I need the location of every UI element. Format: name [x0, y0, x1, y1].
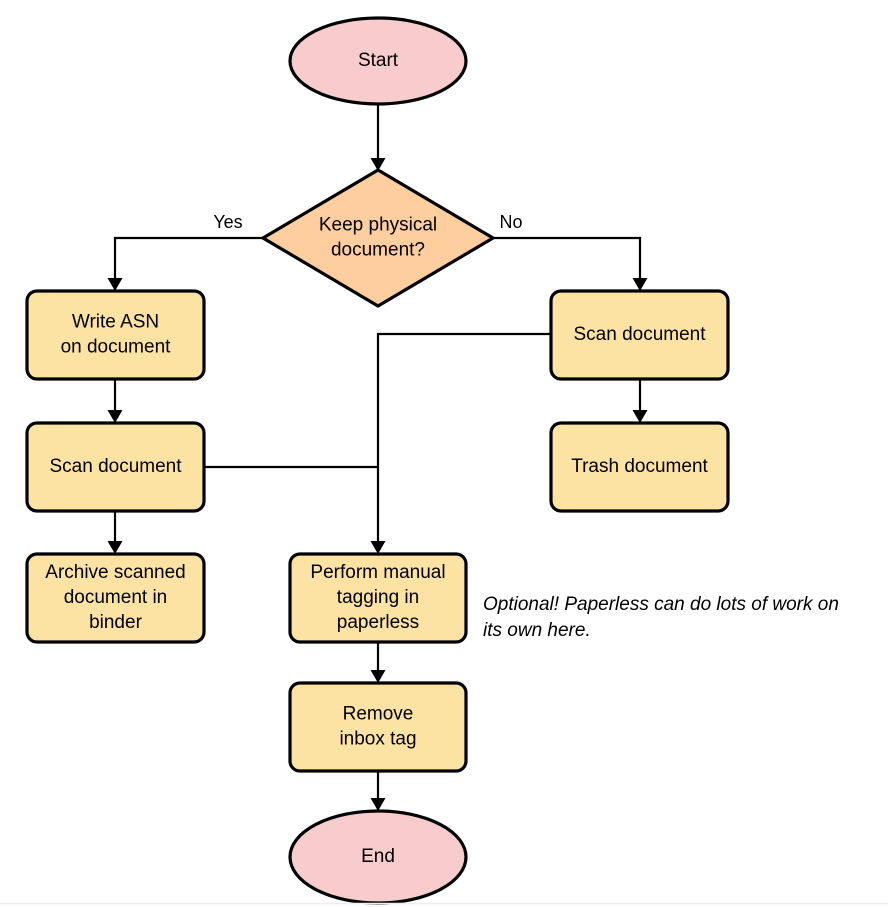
- node-label-line: binder: [89, 612, 142, 633]
- arrowhead-icon: [370, 670, 386, 683]
- node-scan-document-left[interactable]: Scan document: [25, 421, 206, 513]
- node-label-line: tagging in: [337, 587, 419, 608]
- edge-remove-inbox-to-end: [370, 771, 386, 811]
- arrowhead-icon: [370, 798, 386, 811]
- node-remove-inbox-tag[interactable]: Remove inbox tag: [288, 681, 468, 773]
- node-label-line: inbox tag: [339, 729, 416, 750]
- node-manual-tagging[interactable]: Perform manual tagging in paperless: [288, 552, 468, 644]
- process-shape[interactable]: [549, 421, 730, 513]
- node-start[interactable]: Start: [288, 16, 468, 106]
- decision-shape[interactable]: [259, 168, 497, 308]
- edge-scan-right-to-manual-tagging: [370, 332, 551, 554]
- arrowhead-icon: [370, 541, 386, 554]
- terminal-shape[interactable]: [288, 16, 468, 106]
- arrowhead-icon: [370, 158, 386, 171]
- annotation-line: Optional! Paperless can do lots of work …: [483, 594, 839, 615]
- edge-write-asn-to-scan-left: [107, 379, 123, 423]
- node-end[interactable]: End: [288, 809, 468, 905]
- node-write-asn[interactable]: Write ASN on document: [25, 289, 206, 381]
- node-trash-document[interactable]: Trash document: [549, 421, 730, 513]
- node-label-line: document in: [64, 587, 168, 608]
- node-archive-binder[interactable]: Archive scanned document in binder: [25, 552, 206, 644]
- node-label-line: Remove: [343, 704, 414, 725]
- annotation-optional-note: Optional! Paperless can do lots of work …: [483, 594, 839, 641]
- node-label-line: on document: [61, 337, 172, 358]
- node-label-line: Trash document: [571, 456, 708, 477]
- arrowhead-icon: [107, 278, 123, 291]
- edge-manual-tagging-to-remove-inbox: [370, 642, 386, 683]
- process-shape[interactable]: [288, 681, 468, 773]
- node-label-line: Keep physical: [319, 215, 437, 236]
- node-label-line: End: [361, 846, 395, 867]
- process-shape[interactable]: [288, 552, 468, 644]
- process-shape[interactable]: [25, 552, 206, 644]
- edges-layer: Yes No: [107, 104, 648, 811]
- node-label-line: Scan document: [573, 324, 706, 345]
- edge-scan-left-to-archive: [107, 511, 123, 554]
- edge-label-no: No: [499, 212, 522, 232]
- annotations-layer: Optional! Paperless can do lots of work …: [483, 594, 839, 641]
- process-shape[interactable]: [549, 289, 730, 381]
- arrowhead-icon: [107, 541, 123, 554]
- annotation-line: its own here.: [483, 620, 591, 641]
- edge-decision-yes-to-write-asn: Yes: [107, 212, 263, 291]
- edge-line: [113, 236, 263, 283]
- edge-start-to-decision: [370, 104, 386, 171]
- process-shape[interactable]: [25, 289, 206, 381]
- node-label-line: Perform manual: [310, 562, 445, 583]
- node-label-line: Start: [358, 50, 399, 71]
- node-label-line: Archive scanned: [45, 562, 185, 583]
- node-scan-document-right[interactable]: Scan document: [549, 289, 730, 381]
- process-shape[interactable]: [25, 421, 206, 513]
- node-keep-physical[interactable]: Keep physical document?: [259, 168, 497, 308]
- node-label-line: Write ASN: [72, 312, 159, 333]
- node-label-line: document?: [331, 240, 425, 261]
- node-label-line: paperless: [337, 612, 419, 633]
- arrowhead-icon: [632, 278, 648, 291]
- edge-line: [376, 332, 551, 546]
- edge-decision-no-to-scan-right: No: [493, 212, 648, 291]
- arrowhead-icon: [632, 410, 648, 423]
- edge-line: [493, 236, 642, 283]
- edge-label-yes: Yes: [213, 212, 242, 232]
- edge-scan-right-to-trash: [632, 379, 648, 423]
- arrowhead-icon: [107, 410, 123, 423]
- node-label-line: Scan document: [49, 456, 182, 477]
